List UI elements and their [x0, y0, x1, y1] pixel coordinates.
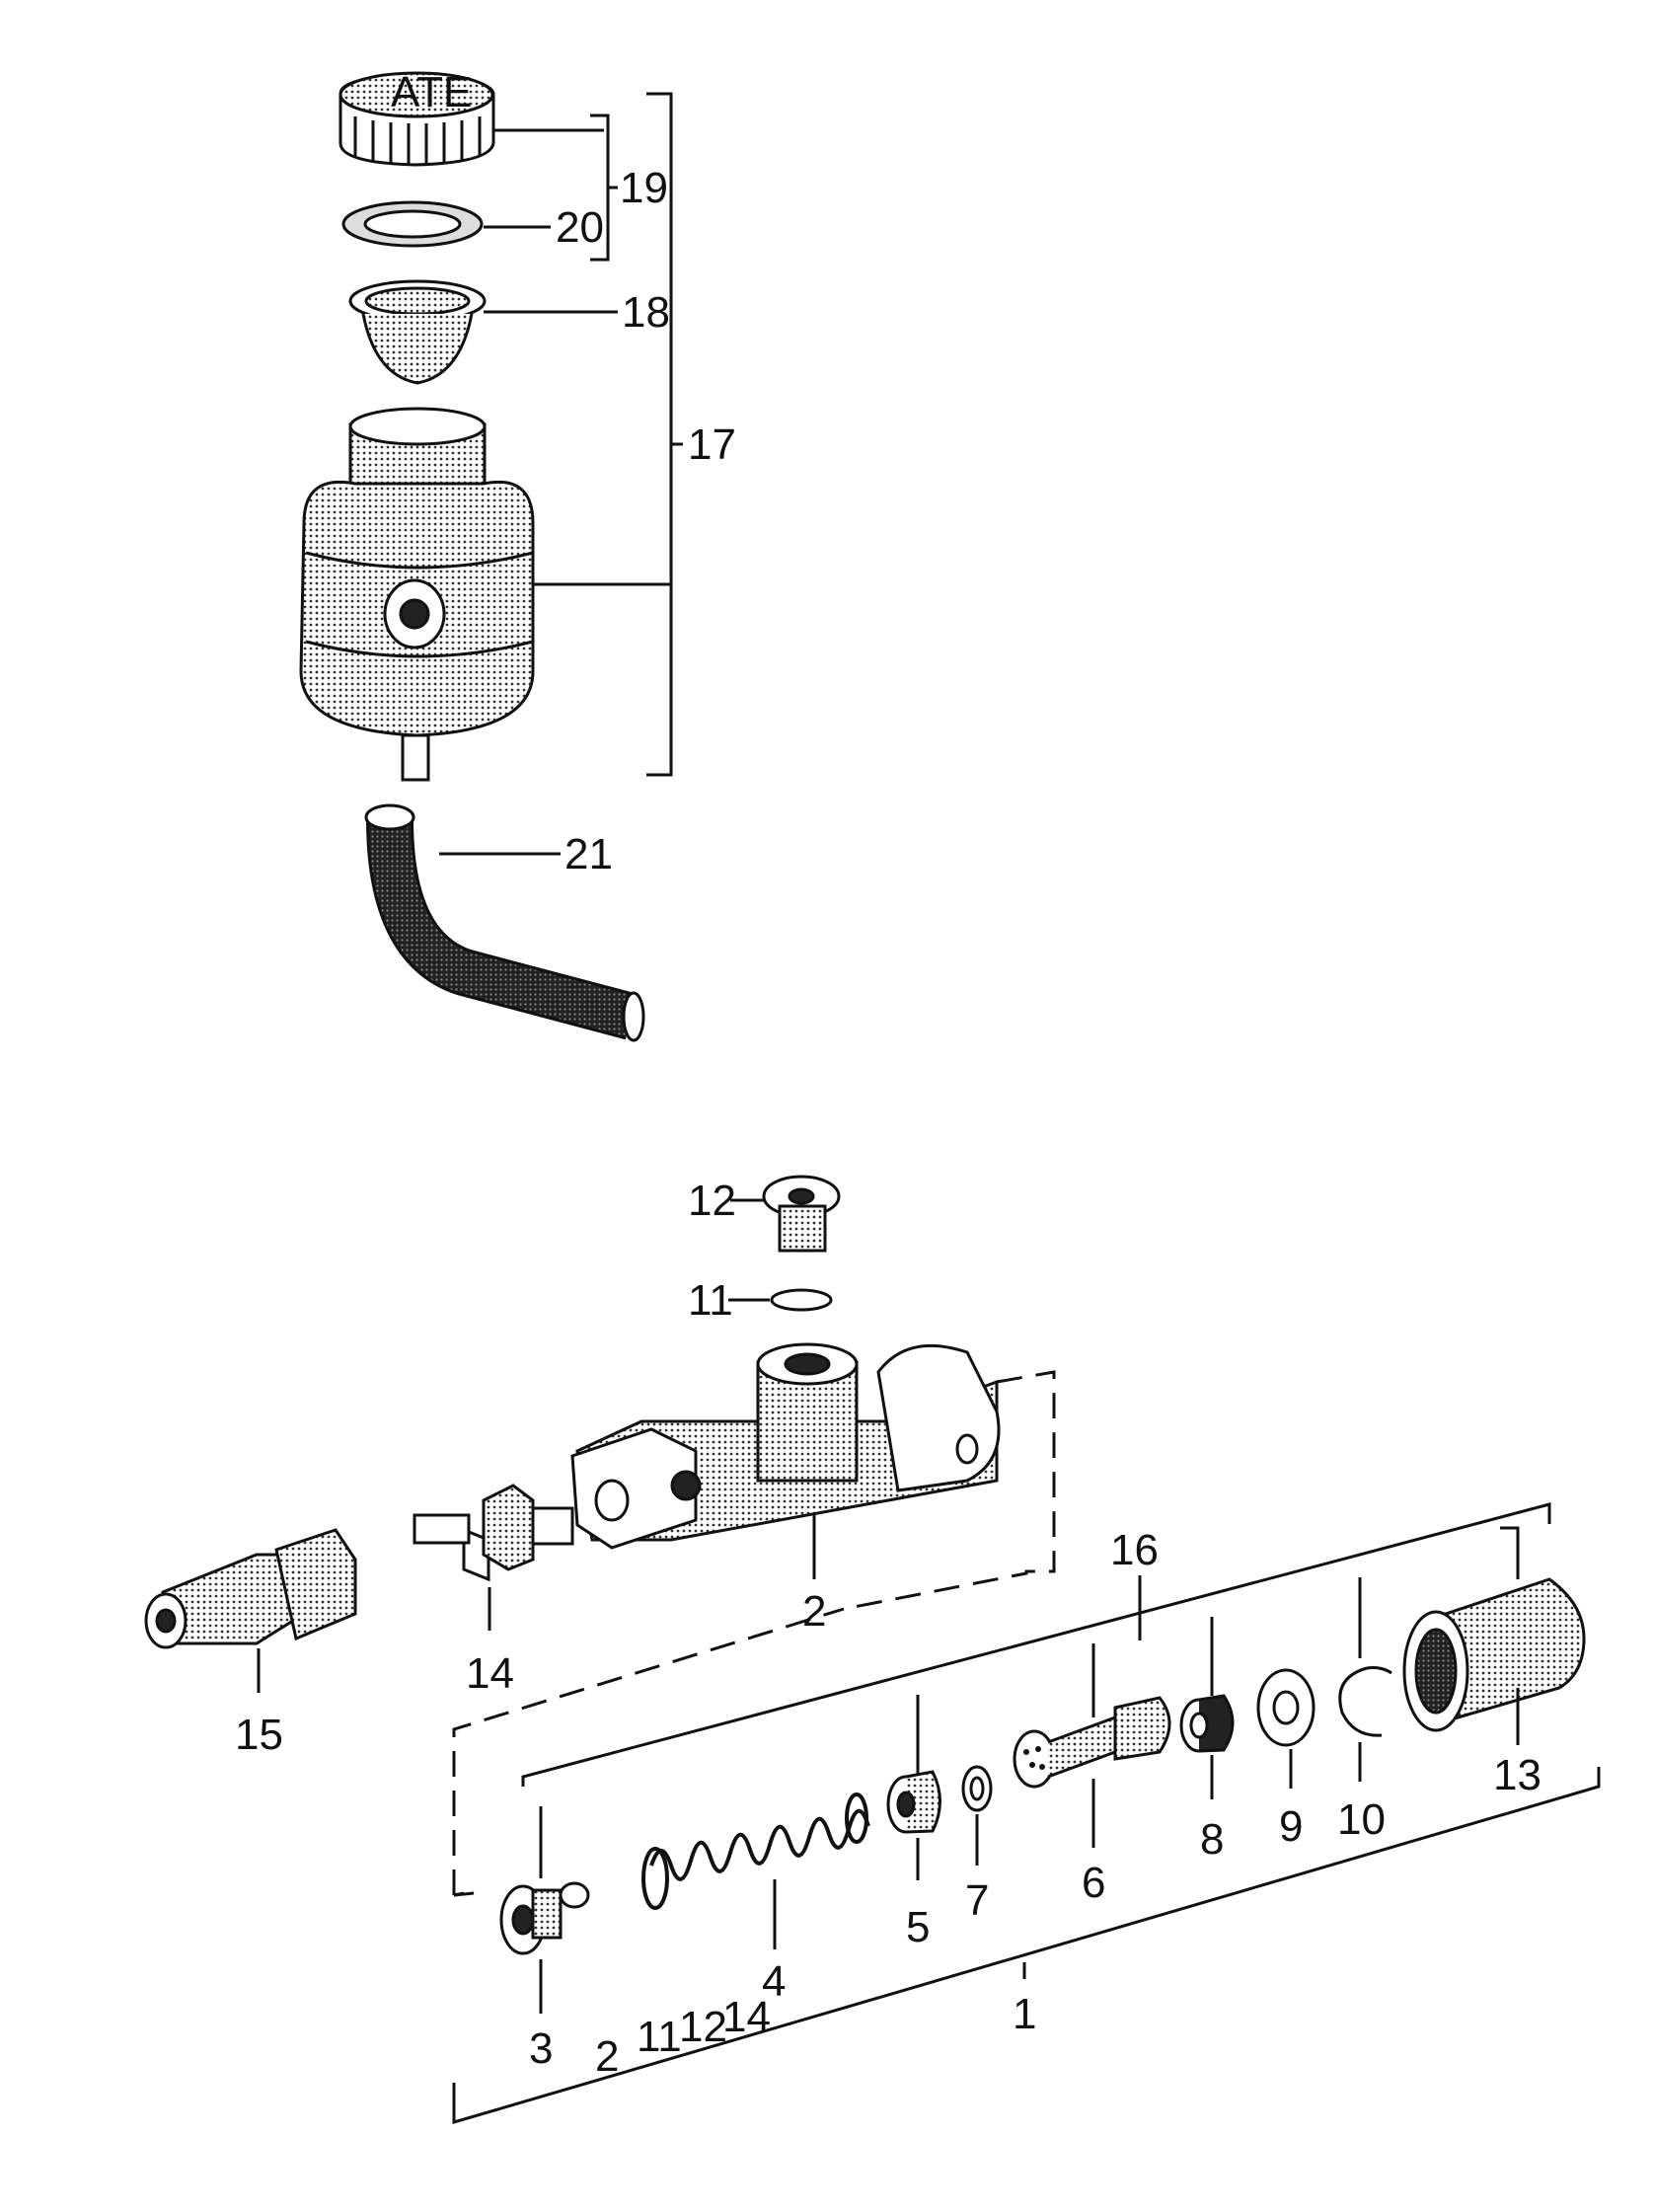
cap-washer-part [341, 200, 484, 248]
label-9: 9 [1279, 1802, 1303, 1851]
kit-label-14: 14 [722, 1993, 771, 2041]
label-6: 6 [1082, 1859, 1105, 1907]
label-2: 2 [802, 1587, 826, 1636]
reservoir-cap-part: ATE [338, 68, 495, 167]
cap-emblem-text: ATE [391, 68, 472, 116]
label-15: 15 [235, 1711, 283, 1759]
label-5: 5 [906, 1903, 930, 1951]
washer-part [961, 1765, 993, 1812]
label-3: 3 [529, 2024, 553, 2073]
secondary-cup-part [1179, 1694, 1235, 1753]
circlip-part [1338, 1666, 1392, 1737]
end-plug-part [499, 1881, 590, 1955]
label-16: 16 [1110, 1526, 1159, 1574]
piston-part [1013, 1696, 1171, 1789]
label-19: 19 [620, 164, 668, 212]
label-4: 4 [762, 1957, 786, 2006]
strainer-part [348, 279, 487, 385]
label-14: 14 [466, 1649, 514, 1698]
dust-boot-part [1402, 1577, 1586, 1732]
label-1: 1 [1013, 1990, 1036, 2038]
reservoir-body-part [299, 407, 535, 782]
kit-label-11: 11 [637, 2013, 682, 2061]
label-18: 18 [622, 288, 670, 337]
label-17: 17 [688, 420, 736, 469]
label-8: 8 [1200, 1815, 1224, 1864]
kit-label-12: 12 [679, 2003, 727, 2051]
label-11: 11 [688, 1276, 733, 1325]
label-21: 21 [564, 830, 613, 878]
inlet-fitting-part [762, 1175, 841, 1253]
stop-washer-part [1256, 1668, 1316, 1747]
primary-cup-part [886, 1770, 941, 1834]
seal-washer-part [770, 1288, 833, 1312]
label-12: 12 [688, 1177, 736, 1225]
rubber-boot-part [144, 1528, 357, 1649]
return-spring-part [641, 1792, 870, 1910]
cylinder-body-part [570, 1342, 1001, 1550]
label-7: 7 [965, 1876, 989, 1925]
brake-light-switch-part [413, 1484, 574, 1582]
hose-part [364, 803, 645, 1042]
label-20: 20 [556, 203, 604, 252]
kit-label-2: 2 [595, 2032, 619, 2081]
label-13: 13 [1493, 1751, 1541, 1799]
label-10: 10 [1337, 1795, 1386, 1844]
